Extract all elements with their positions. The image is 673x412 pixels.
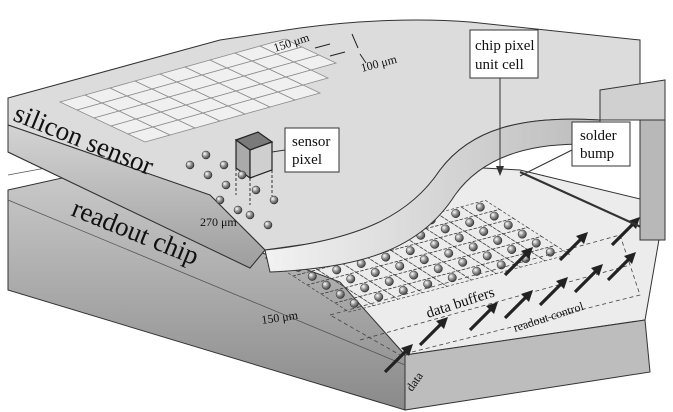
solder-bump <box>441 225 449 233</box>
solder-bump <box>466 218 474 226</box>
solder-bump <box>504 221 512 229</box>
solder-bump <box>532 239 540 247</box>
solder-bump <box>490 212 498 220</box>
solder-bump <box>252 186 260 194</box>
solder-bump <box>480 227 488 235</box>
solder-bump <box>455 234 463 242</box>
solder-bump <box>434 265 442 273</box>
solder-bump <box>336 290 344 298</box>
solder-bump <box>494 236 502 244</box>
solder-bump <box>350 299 358 307</box>
solder-bump <box>385 277 393 285</box>
dim-270: 270 μm <box>200 215 237 229</box>
solder-bump <box>371 268 379 276</box>
solder-bump <box>473 267 481 275</box>
solder-bump <box>220 161 228 169</box>
solder-bump <box>406 247 414 255</box>
solder-bump <box>238 171 246 179</box>
solder-bump <box>410 271 418 279</box>
solder-bump <box>452 209 460 217</box>
solder-bump <box>483 252 491 260</box>
solder-bump <box>202 151 210 159</box>
solder-bump <box>246 211 254 219</box>
solder-bump <box>322 281 330 289</box>
solder-bump <box>333 266 341 274</box>
solder-label-2: bump <box>580 146 614 162</box>
sensor-pixel-label-1: sensor <box>292 134 330 150</box>
sensor-pixel-label-2: pixel <box>292 152 322 168</box>
solder-bump <box>308 272 316 280</box>
solder-bump <box>234 206 242 214</box>
solder-bump <box>424 280 432 288</box>
solder-bump <box>518 230 526 238</box>
chip-pixel-label-1: chip pixel <box>475 38 535 54</box>
solder-bump <box>186 161 194 169</box>
solder-bump <box>361 284 369 292</box>
solder-bump <box>396 262 404 270</box>
solder-bump <box>469 243 477 251</box>
solder-bump <box>270 196 278 204</box>
solder-bump <box>399 286 407 294</box>
solder-bump <box>382 253 390 261</box>
solder-bump <box>445 249 453 257</box>
solder-bump <box>222 181 230 189</box>
solder-bump <box>476 203 484 211</box>
solder-bump <box>347 275 355 283</box>
solder-label-1: solder <box>580 128 617 144</box>
solder-bump <box>459 258 467 266</box>
solder-bump <box>264 221 272 229</box>
solder-bump <box>216 196 224 204</box>
solder-bump <box>375 293 383 301</box>
chip-pixel-label-2: unit cell <box>475 57 524 73</box>
solder-bump <box>204 171 212 179</box>
solder-bump <box>420 256 428 264</box>
solder-bump <box>508 245 516 253</box>
solder-bump <box>431 240 439 248</box>
